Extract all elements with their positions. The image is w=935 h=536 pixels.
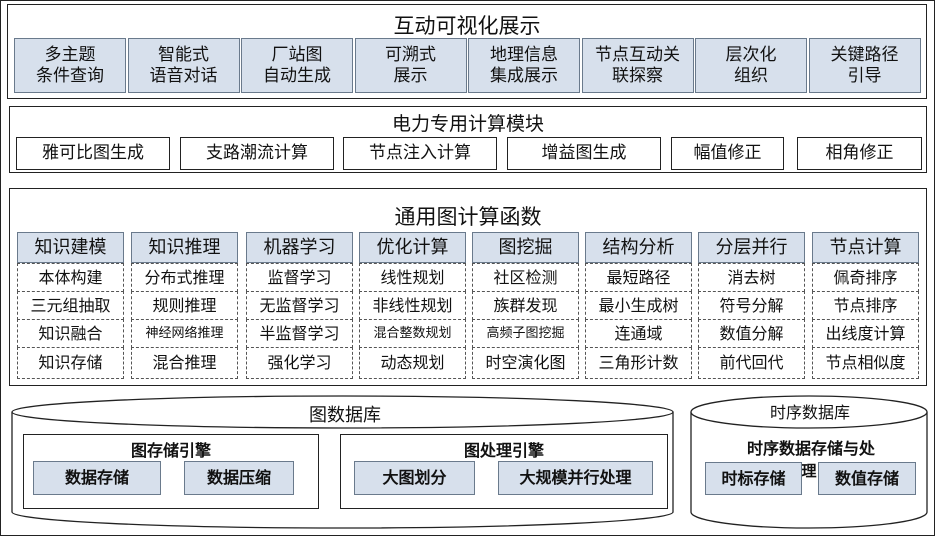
function-category-header: 优化计算 [359, 232, 466, 263]
visualization-item-box: 地理信息 集成展示 [468, 38, 580, 93]
function-item: 社区检测 [472, 263, 579, 292]
visualization-item-box: 智能式 语音对话 [127, 38, 240, 93]
function-item: 佩奇排序 [812, 263, 919, 292]
graph-partition-box: 大图划分 [354, 461, 475, 495]
function-item: 前代回代 [698, 347, 805, 379]
function-item: 强化学习 [246, 347, 353, 379]
function-item: 时空演化图 [472, 347, 579, 379]
function-item: 非线性规划 [359, 291, 466, 320]
function-category-header: 分层并行 [698, 232, 805, 263]
function-item: 符号分解 [698, 291, 805, 320]
graph-db-title: 图数据库 [309, 405, 381, 427]
function-item: 知识融合 [17, 319, 124, 348]
ts-storage-processing-title-wrap: 理 [801, 462, 817, 480]
function-category-header: 节点计算 [812, 232, 919, 263]
timestamp-storage-box: 时标存储 [705, 462, 802, 495]
function-item: 神经网络推理 [131, 319, 238, 348]
data-compression-box: 数据压缩 [184, 461, 294, 495]
ts-storage-processing-title: 时序数据存储与处 [746, 439, 875, 459]
value-storage-box: 数值存储 [818, 462, 916, 495]
visualization-item-box: 关键路径 引导 [808, 38, 921, 93]
general-functions-title: 通用图计算函数 [394, 205, 542, 229]
visualization-item-box: 多主题 条件查询 [14, 38, 126, 93]
power-module-item-box: 节点注入计算 [343, 137, 497, 170]
function-item: 线性规划 [359, 263, 466, 292]
function-category-header: 知识建模 [17, 232, 124, 263]
function-item: 混合推理 [131, 347, 238, 379]
power-module-item-box: 相角修正 [797, 137, 922, 170]
function-item: 最小生成树 [585, 291, 692, 320]
function-item: 知识存储 [17, 347, 124, 379]
visualization-item-box: 层次化 组织 [695, 38, 807, 93]
function-item: 数值分解 [698, 319, 805, 348]
function-category-header: 机器学习 [246, 232, 353, 263]
power-module-item-box: 雅可比图生成 [16, 137, 170, 170]
function-item: 监督学习 [246, 263, 353, 292]
power-module-item-box: 支路潮流计算 [180, 137, 334, 170]
ts-db-title: 时序数据库 [769, 403, 850, 423]
function-category-header: 结构分析 [585, 232, 692, 263]
visualization-title: 互动可视化展示 [393, 14, 541, 38]
parallel-processing-box: 大规模并行处理 [498, 461, 653, 495]
function-category-header: 图挖掘 [472, 232, 579, 263]
visualization-item-box: 可溯式 展示 [354, 38, 467, 93]
function-item: 节点相似度 [812, 347, 919, 379]
function-item: 消去树 [698, 263, 805, 292]
function-item: 三角形计数 [585, 347, 692, 379]
function-item: 动态规划 [359, 347, 466, 379]
function-item: 节点排序 [812, 291, 919, 320]
function-item: 高频子图挖掘 [472, 319, 579, 348]
function-item: 最短路径 [585, 263, 692, 292]
visualization-item-box: 节点互动关 联探察 [581, 38, 694, 93]
power-module-item-box: 幅值修正 [671, 137, 784, 170]
function-category-header: 知识推理 [131, 232, 238, 263]
function-item: 三元组抽取 [17, 291, 124, 320]
function-item: 半监督学习 [246, 319, 353, 348]
power-module-title: 电力专用计算模块 [391, 113, 544, 135]
function-item: 混合整数规划 [359, 319, 466, 348]
function-item: 分布式推理 [131, 263, 238, 292]
function-item: 连通域 [585, 319, 692, 348]
power-module-item-box: 增益图生成 [507, 137, 661, 170]
graph-storage-engine-title: 图存储引擎 [130, 441, 211, 460]
function-item: 族群发现 [472, 291, 579, 320]
visualization-item-box: 厂站图 自动生成 [241, 38, 353, 93]
graph-processing-engine-title: 图处理引擎 [463, 441, 544, 460]
data-storage-box: 数据存储 [33, 461, 161, 495]
